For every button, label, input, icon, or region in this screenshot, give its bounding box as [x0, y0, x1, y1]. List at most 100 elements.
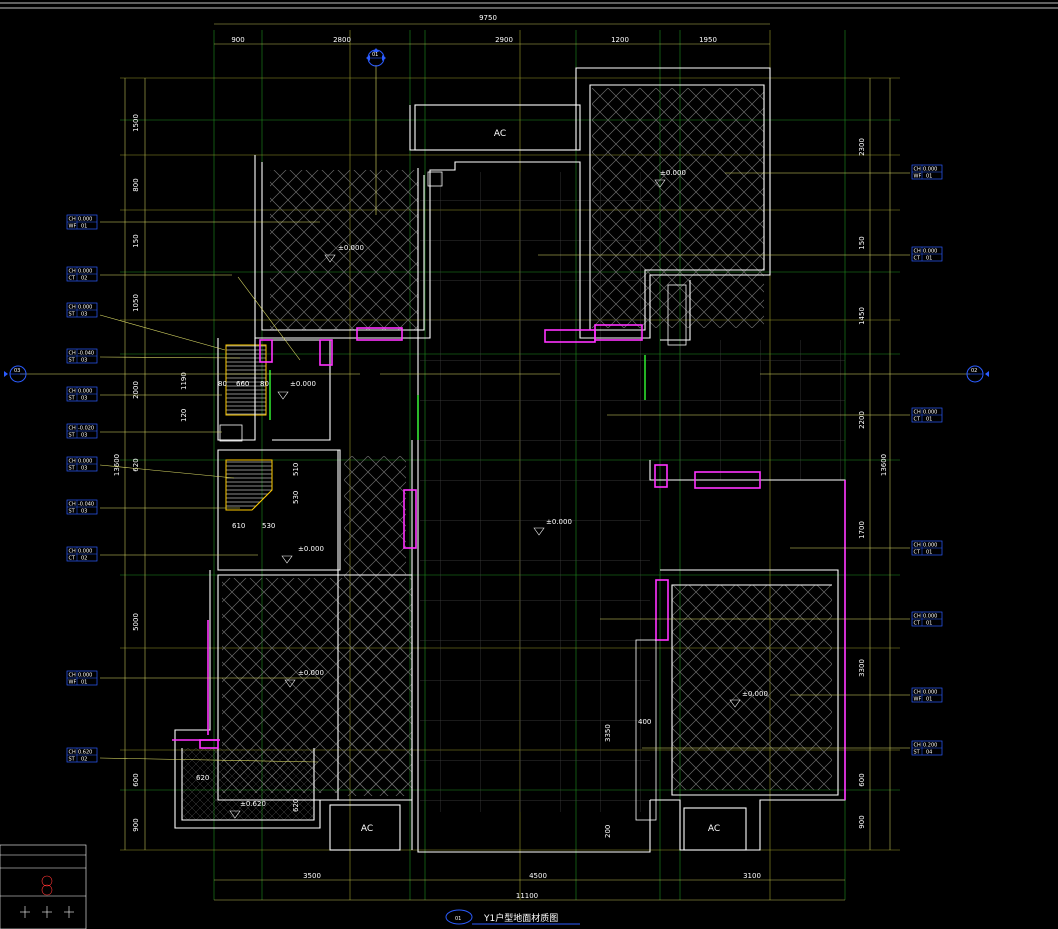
svg-text:02: 02: [81, 556, 87, 562]
living-floor: [420, 172, 650, 812]
svg-text:CT: CT: [69, 276, 76, 282]
svg-text:CH: CH: [69, 426, 76, 432]
svg-text:WF: WF: [69, 224, 77, 230]
inner-dimension: 1190: [180, 372, 188, 390]
svg-text:CT: CT: [69, 556, 76, 562]
bedroom-se-floor: [672, 585, 832, 790]
title-number: 01: [455, 916, 461, 922]
top-dimension: 2900: [495, 36, 513, 44]
svg-text:CH: CH: [69, 389, 76, 395]
svg-text:CH: CH: [914, 167, 921, 173]
dining-floor: [650, 340, 845, 480]
level-mark: ±0.000: [660, 169, 686, 177]
svg-text:CH: CH: [914, 410, 921, 416]
svg-text:0.000: 0.000: [923, 543, 937, 549]
svg-text:0.000: 0.000: [78, 217, 92, 223]
svg-text:03: 03: [81, 433, 87, 439]
level-mark: ±0.000: [298, 545, 324, 553]
svg-text:01: 01: [926, 621, 932, 627]
svg-text:0.200: 0.200: [923, 743, 937, 749]
inner-dimension: 200: [604, 825, 612, 838]
material-tag: CH 0.200 ST 04: [911, 740, 943, 756]
left-dimension: 2000: [132, 381, 140, 399]
svg-text:CH: CH: [69, 549, 76, 555]
svg-text:CH: CH: [914, 249, 921, 255]
ac-labels: AC AC AC: [361, 129, 720, 834]
right-dimension: 150: [858, 236, 866, 249]
svg-text:01: 01: [926, 417, 932, 423]
svg-text:-0.040: -0.040: [78, 502, 94, 508]
inner-dimension: 610: [232, 522, 245, 530]
svg-text:WF: WF: [914, 174, 922, 180]
material-tags-left: CH 0.000 WF 01 CH 0.000 CT 02 CH 0.000 S…: [66, 214, 98, 763]
section-marker-top: 01: [366, 48, 386, 67]
material-tag: CH 0.000 WF 01: [911, 687, 943, 703]
right-dimension: 2300: [858, 138, 866, 156]
dimensions-bottom: 3500 4500 3100 11100: [303, 872, 761, 900]
svg-text:01: 01: [81, 680, 87, 686]
right-dimension: 2200: [858, 411, 866, 429]
inner-dimension: 530: [292, 491, 300, 504]
svg-text:0.620: 0.620: [78, 750, 92, 756]
left-dimension: 900: [132, 818, 140, 831]
svg-text:0.000: 0.000: [78, 673, 92, 679]
material-tag: CH -0.040 ST 03: [66, 348, 98, 364]
section-marker-right-label: 02: [971, 368, 977, 374]
material-tag: CH 0.000 WF 01: [911, 164, 943, 180]
material-tag: CH 0.000 WF 01: [66, 670, 98, 686]
top-dimension: 2800: [333, 36, 351, 44]
right-dimension: 900: [858, 815, 866, 828]
walls: [174, 67, 846, 853]
svg-text:CH: CH: [914, 614, 921, 620]
svg-text:0.000: 0.000: [78, 389, 92, 395]
svg-text:0.000: 0.000: [923, 410, 937, 416]
svg-text:03: 03: [81, 509, 87, 515]
floor-finishes: [182, 88, 845, 820]
svg-text:CH: CH: [69, 269, 76, 275]
inner-dimension: 80: [260, 380, 269, 388]
left-dimension: 1050: [132, 294, 140, 312]
svg-text:01: 01: [926, 256, 932, 262]
svg-text:CH: CH: [69, 351, 76, 357]
inner-dimension: 400: [638, 718, 651, 726]
shower-2: [225, 459, 273, 511]
right-dimension: 1450: [858, 307, 866, 325]
inner-dimension: 660: [236, 380, 249, 388]
material-tag: CH 0.000 WF 01: [66, 214, 98, 230]
material-tag: CH -0.020 ST 03: [66, 423, 98, 439]
svg-text:ST: ST: [69, 509, 76, 515]
top-dimension: 1200: [611, 36, 629, 44]
svg-text:CH: CH: [914, 743, 921, 749]
svg-text:CH: CH: [69, 673, 76, 679]
material-tag: CH -0.040 ST 03: [66, 499, 98, 515]
dimensions-top: 9750 900 2800 2900 1200 1950: [231, 14, 717, 44]
inner-dimension: 530: [262, 522, 275, 530]
svg-text:CH: CH: [69, 217, 76, 223]
dimension-frames: [124, 23, 891, 901]
svg-text:ST: ST: [69, 358, 76, 364]
svg-text:CH: CH: [69, 459, 76, 465]
fixtures: [219, 171, 687, 821]
bottom-dimension: 4500: [529, 872, 547, 880]
right-dimension: 1700: [858, 521, 866, 539]
left-dimension: 5000: [132, 613, 140, 631]
svg-text:CH: CH: [914, 690, 921, 696]
svg-text:0.000: 0.000: [923, 614, 937, 620]
svg-text:04: 04: [926, 750, 932, 756]
svg-text:0.000: 0.000: [78, 269, 92, 275]
svg-text:WF: WF: [914, 697, 922, 703]
level-mark: ±0.000: [298, 669, 324, 677]
inner-dimension: 80: [218, 380, 227, 388]
left-dimension: 800: [132, 178, 140, 191]
left-dimension: 1500: [132, 114, 140, 132]
material-tag: CH 0.000 ST 03: [66, 386, 98, 402]
svg-text:01: 01: [926, 550, 932, 556]
ac-label-bottom-left: AC: [361, 824, 373, 834]
left-dimension: 600: [132, 773, 140, 786]
svg-text:CH: CH: [69, 502, 76, 508]
sheet-border: [0, 2, 1058, 9]
material-tag: CH 0.000 CT 01: [911, 540, 943, 556]
level-marks: ±0.000 ±0.000 ±0.000 ±0.000 ±0.000 ±0.00…: [229, 169, 768, 819]
svg-text:-0.040: -0.040: [78, 351, 94, 357]
